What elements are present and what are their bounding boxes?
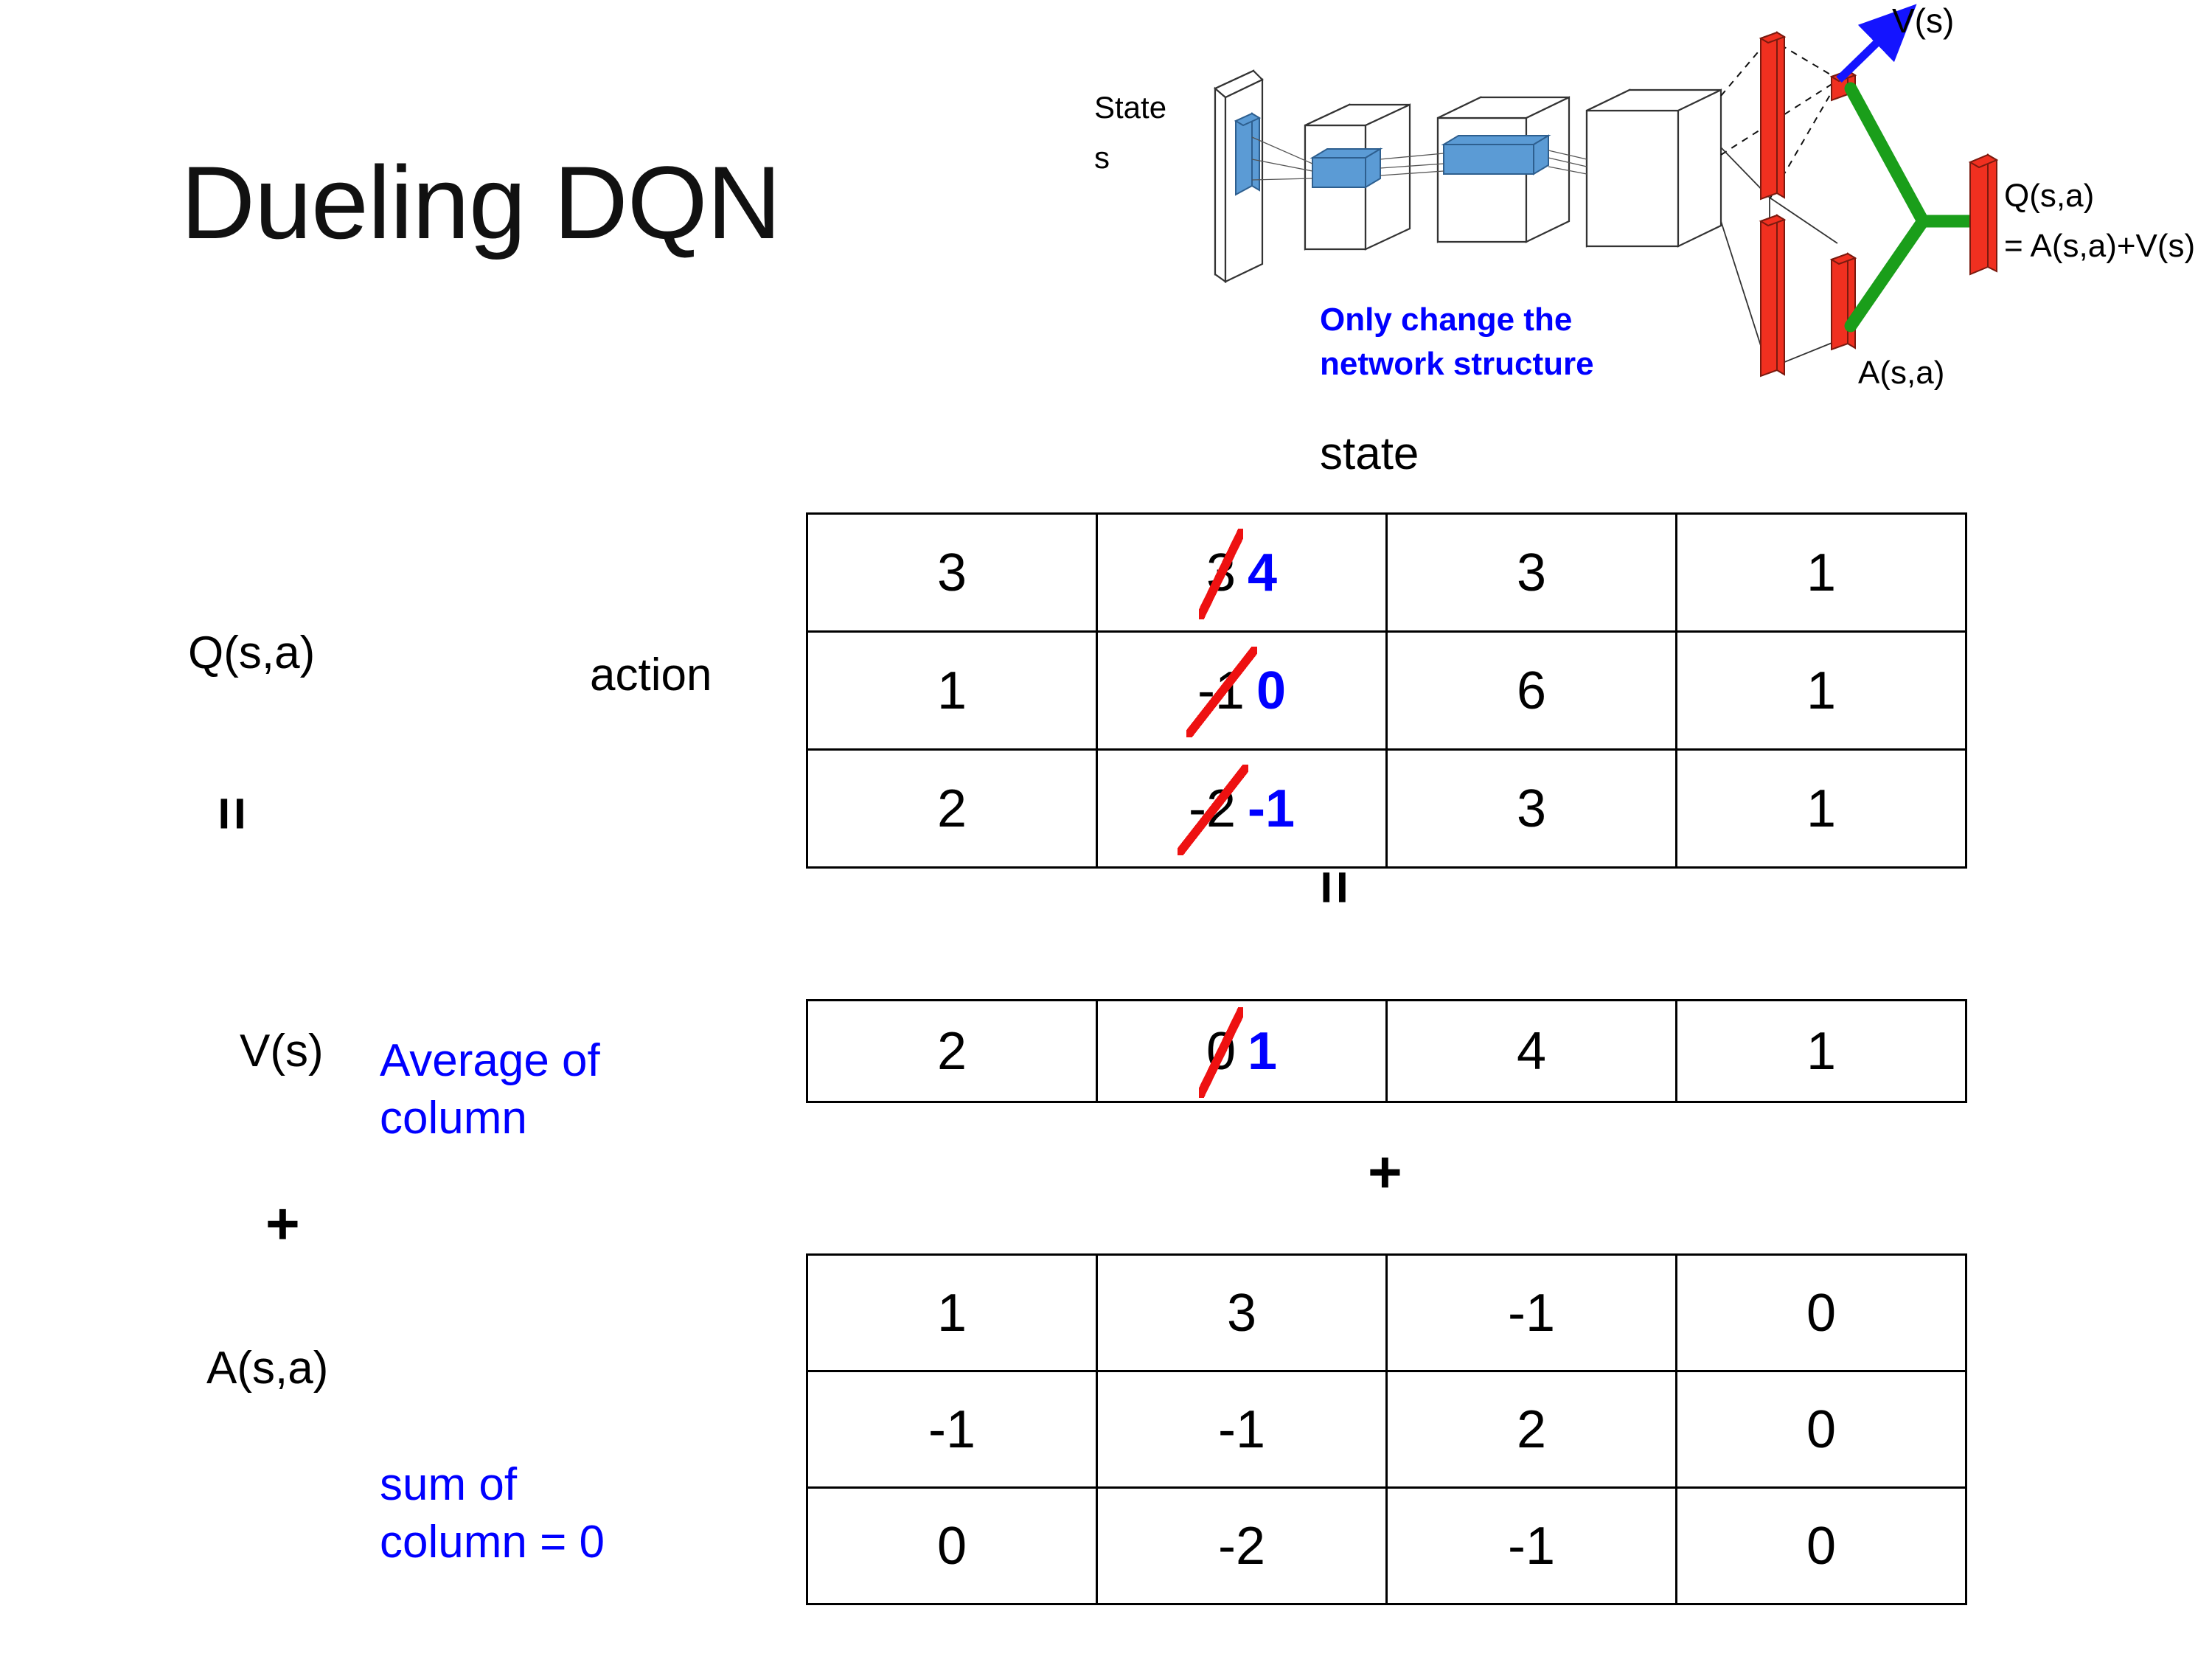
page-title: Dueling DQN bbox=[181, 145, 782, 260]
average-note-line1: Average of bbox=[380, 1035, 600, 1086]
q-function-label: Q(s,a) bbox=[188, 627, 316, 678]
figure-q-label-line1: Q(s,a) bbox=[2004, 178, 2094, 214]
struck-old-value: 3 bbox=[1199, 529, 1244, 620]
table-cell: 0 bbox=[1675, 1486, 1967, 1605]
table-cell: 0 bbox=[1675, 1253, 1967, 1372]
figure-value-label: V(s) bbox=[1892, 1, 1954, 40]
table-cell: 4 bbox=[1385, 999, 1677, 1103]
plus-operator-middle: + bbox=[1368, 1139, 1402, 1205]
table-cell: -1 bbox=[806, 1370, 1098, 1489]
v-function-label: V(s) bbox=[240, 1026, 324, 1077]
a-function-label: A(s,a) bbox=[206, 1343, 329, 1394]
table-cell: 3 bbox=[1385, 512, 1677, 633]
corrected-new-value: -1 bbox=[1248, 779, 1295, 838]
table-cell: 1 bbox=[1675, 512, 1967, 633]
table-cell: 3 bbox=[806, 512, 1098, 633]
table-cell: -1 bbox=[1385, 1253, 1677, 1372]
equals-operator-middle: = bbox=[1302, 870, 1368, 905]
corrected-new-value: 0 bbox=[1256, 661, 1287, 720]
struck-old-value: -1 bbox=[1186, 647, 1257, 738]
sum-of-column-note: sum of column = 0 bbox=[380, 1456, 763, 1571]
sum-note-line2: column = 0 bbox=[380, 1516, 605, 1568]
table-cell: 2 bbox=[806, 999, 1098, 1103]
table-cell: 1 bbox=[1675, 748, 1967, 869]
figure-q-label-line2: = A(s,a)+V(s) bbox=[2004, 228, 2195, 264]
struck-old-value: 0 bbox=[1199, 1007, 1244, 1099]
figure-state-label-line2: s bbox=[1094, 140, 1110, 175]
corrected-new-value: 1 bbox=[1248, 1021, 1278, 1081]
struck-old-value: -2 bbox=[1177, 765, 1248, 856]
table-cell: -1 bbox=[1385, 1486, 1677, 1605]
action-axis-label: action bbox=[590, 650, 712, 700]
table-cell: 1 bbox=[1675, 630, 1967, 751]
figure-state-label-line1: State bbox=[1094, 90, 1166, 125]
table-cell: 0 bbox=[1675, 1370, 1967, 1489]
table-cell: 3 bbox=[1385, 748, 1677, 869]
table-cell: 2 bbox=[1385, 1370, 1677, 1489]
plus-operator-left: + bbox=[265, 1191, 300, 1256]
corrected-new-value: 4 bbox=[1248, 543, 1278, 602]
table-cell: 0 bbox=[806, 1486, 1098, 1605]
table-cell: 3 bbox=[1096, 1253, 1388, 1372]
table-cell: -2-1 bbox=[1096, 748, 1388, 869]
table-cell: -2 bbox=[1096, 1486, 1388, 1605]
figure-note-line1: Only change the bbox=[1320, 302, 1572, 338]
table-cell: 1 bbox=[806, 630, 1098, 751]
table-cell: 6 bbox=[1385, 630, 1677, 751]
average-of-column-note: Average of column bbox=[380, 1032, 734, 1147]
average-note-line2: column bbox=[380, 1092, 527, 1144]
figure-advantage-label: A(s,a) bbox=[1858, 355, 1944, 391]
table-cell: 2 bbox=[806, 748, 1098, 869]
table-cell: -1 bbox=[1096, 1370, 1388, 1489]
table-cell: 1 bbox=[1675, 999, 1967, 1103]
state-axis-label: state bbox=[1320, 428, 1419, 479]
equals-operator-left: = bbox=[200, 796, 265, 831]
dueling-network-diagram: State s Only change the network structur… bbox=[1091, 0, 2212, 413]
sum-note-line1: sum of bbox=[380, 1459, 518, 1510]
corrected-cell: -2-1 bbox=[1098, 751, 1385, 866]
figure-note-line2: network structure bbox=[1320, 346, 1594, 382]
table-cell: 1 bbox=[806, 1253, 1098, 1372]
